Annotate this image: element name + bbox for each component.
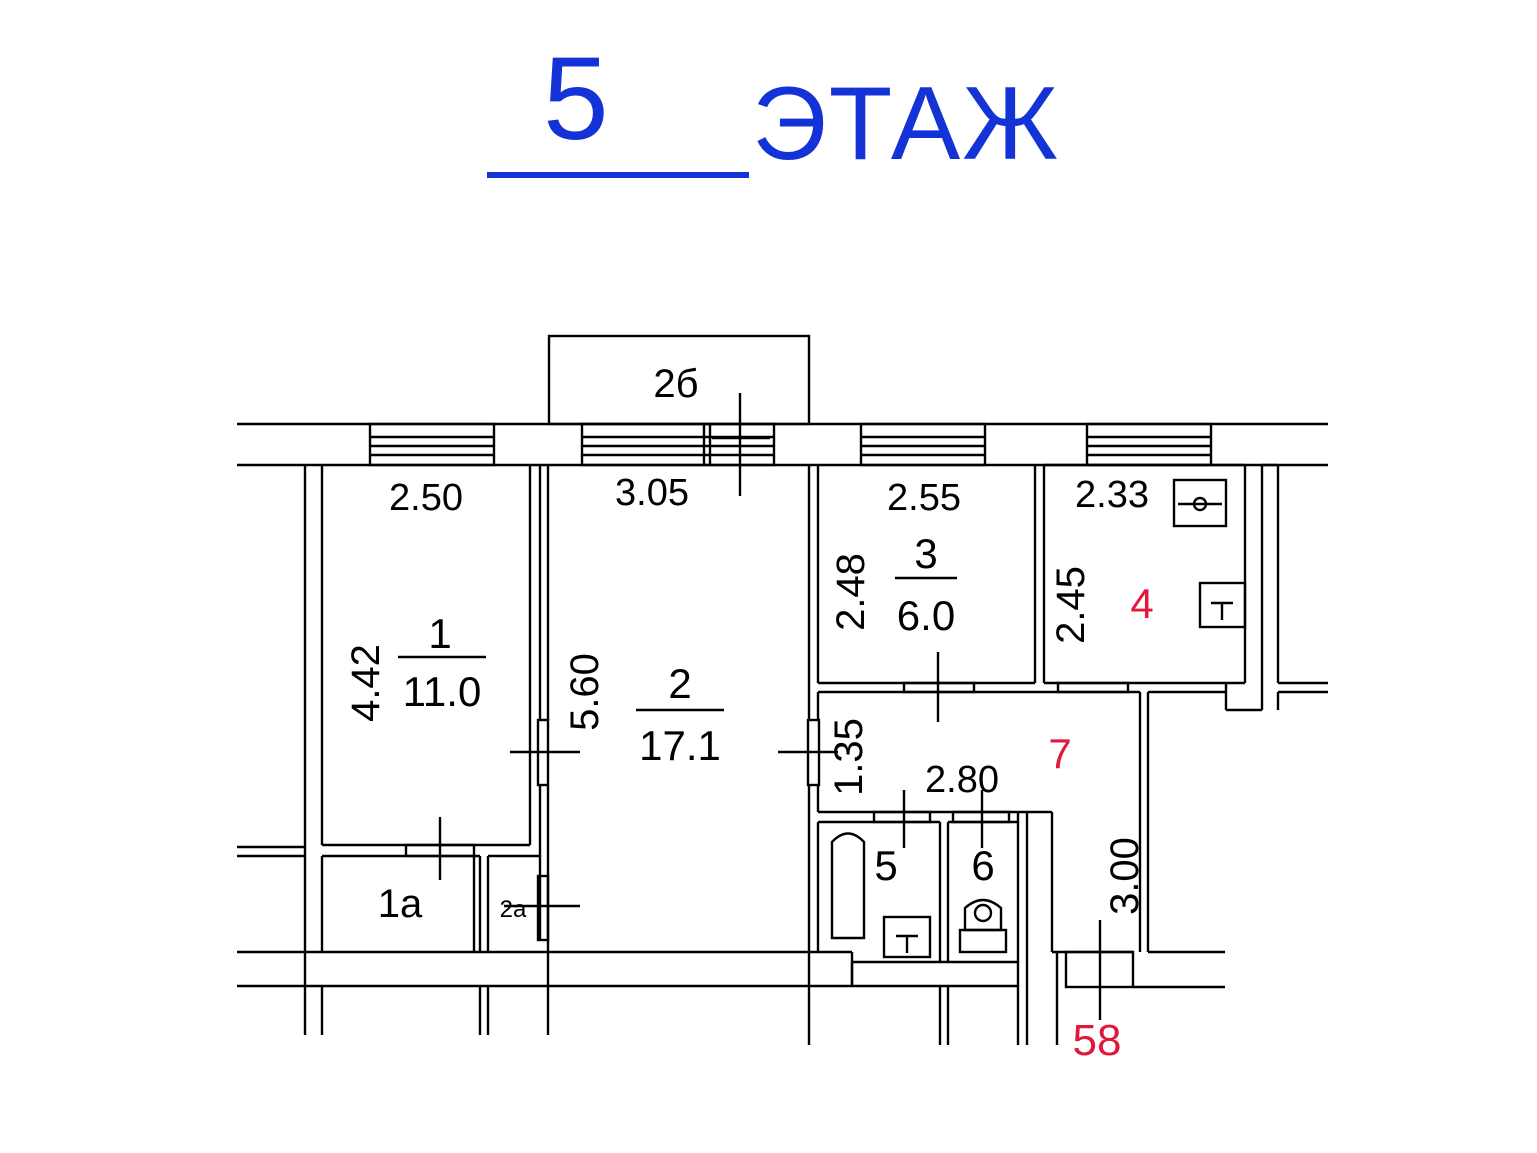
bathtub — [830, 832, 866, 940]
room-4-label: 4 — [1130, 580, 1153, 627]
window — [1085, 422, 1213, 467]
dim-length-corridor: 2.80 — [925, 759, 999, 801]
walls — [237, 334, 1328, 1045]
toilet — [958, 898, 1008, 954]
dim-width-room3: 2.55 — [887, 477, 961, 519]
sink — [882, 915, 932, 959]
window — [580, 422, 776, 467]
floor-number-underline — [487, 172, 749, 178]
window — [368, 422, 496, 467]
room-6-label: 6 — [971, 842, 994, 889]
room-2b-label: 2б — [653, 362, 698, 406]
dim-length-room2: 5.60 — [563, 653, 607, 731]
stove — [1172, 478, 1228, 528]
floor-title: 5 ЭТАЖ — [0, 40, 1537, 190]
room-2-area: 17.1 — [639, 722, 721, 769]
dim-width-room2: 3.05 — [615, 472, 689, 514]
room-1-label: 1 — [428, 610, 451, 657]
room-2a-label: 2а — [500, 896, 527, 923]
dim-width-corridor: 1.35 — [827, 718, 871, 796]
window — [859, 422, 987, 467]
dim-width-room1: 2.50 — [389, 477, 463, 519]
dim-length-room3: 2.48 — [829, 553, 873, 631]
floor-word: ЭТАЖ — [752, 66, 1061, 182]
room-3-area: 6.0 — [897, 592, 955, 639]
dim-length-hall: 3.00 — [1103, 837, 1147, 915]
room-1a-label: 1а — [378, 882, 423, 926]
floor-number: 5 — [543, 33, 609, 165]
room-2-label: 2 — [668, 660, 691, 707]
apartment-number: 58 — [1073, 1016, 1122, 1065]
room-5-label: 5 — [874, 842, 897, 889]
dim-length-room1: 4.42 — [344, 644, 388, 722]
room-3-label: 3 — [914, 530, 937, 577]
dim-width-room4: 2.33 — [1075, 474, 1149, 516]
dim-length-room4: 2.45 — [1049, 566, 1093, 644]
room-1-area: 11.0 — [403, 668, 482, 715]
kitchen-sink — [1198, 581, 1247, 629]
room-7-label: 7 — [1048, 730, 1071, 777]
